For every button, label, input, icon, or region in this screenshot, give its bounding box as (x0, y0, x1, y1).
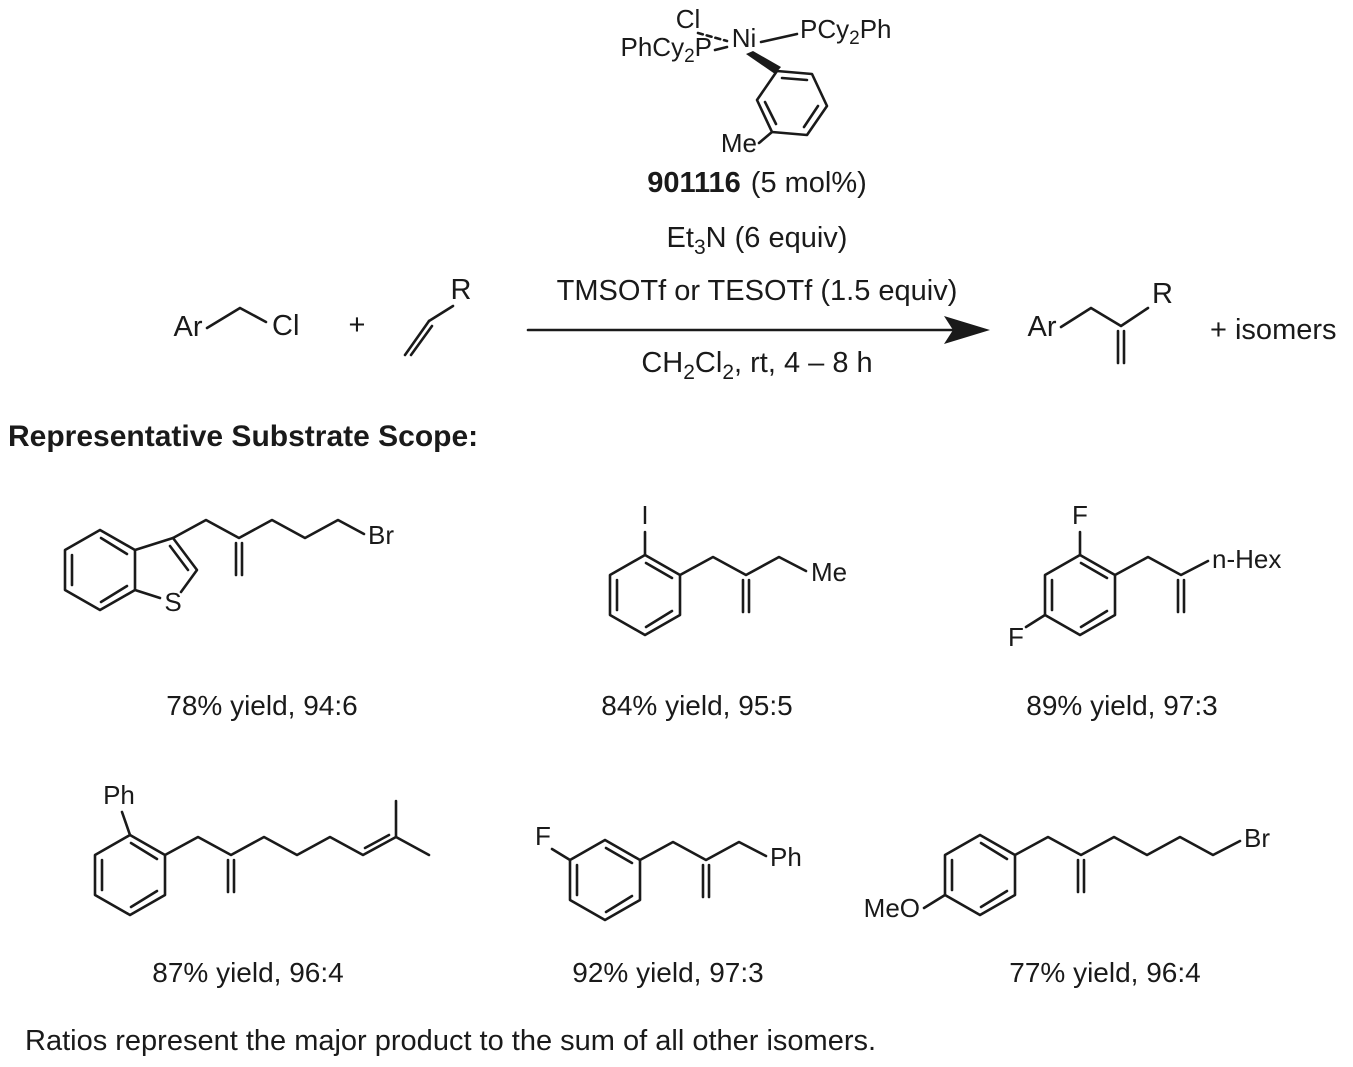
base-line: Et3N (6 equiv) (667, 222, 848, 259)
ni-p-right-bond (759, 32, 799, 44)
phenyl-label: Ph (103, 780, 135, 810)
aryl-ring (93, 833, 167, 917)
substrate-5-caption: 92% yield, 97:3 (572, 957, 763, 988)
fluorine-bottom-bond (1024, 613, 1047, 629)
footnote-text: Ratios represent the major product to th… (25, 1025, 876, 1057)
nickel-label: Ni (732, 23, 757, 53)
benzo-ring-double-bonds (70, 536, 129, 604)
fluorine-bottom-label: F (1008, 622, 1024, 652)
substrate-3-caption: 89% yield, 97:3 (1026, 690, 1217, 721)
aryl-ring-double-bonds (575, 846, 634, 914)
reactant-benzyl-chloride: Ar Cl (174, 306, 299, 343)
thiophene-ring (133, 536, 199, 600)
product-structure: Ar R (1028, 278, 1173, 365)
catalyst-structure: Cl Ni PhCy2P PCy2Ph Me (621, 4, 892, 158)
me-bond (757, 130, 774, 145)
exo-methylene (701, 863, 711, 899)
benzo-ring (63, 528, 137, 612)
chloride-label: Cl (676, 4, 701, 34)
ni-aryl-wedge-bond (746, 51, 781, 74)
catalog-number-line: 901116(5 mol%) (647, 167, 867, 199)
aryl-ring-double-bonds (100, 841, 159, 909)
aryl-ring-double-bonds (615, 561, 674, 629)
exo-methylene (1176, 578, 1186, 614)
aryl-ring (568, 838, 642, 922)
alkene-r-bond (427, 304, 455, 323)
methoxy-label: MeO (864, 893, 920, 923)
ligand-left-label: PhCy2P (621, 32, 713, 67)
tolyl-ring (755, 69, 829, 137)
reaction-arrow (526, 316, 990, 344)
product-aryl-label: Ar (1028, 311, 1057, 343)
substrate-2-caption: 84% yield, 95:5 (601, 690, 792, 721)
activator-line: TMSOTf or TESOTf (1.5 equiv) (557, 275, 958, 307)
chain-bonds (171, 518, 366, 540)
tolyl-methyl-label: Me (721, 128, 757, 158)
product-r-label: R (1152, 278, 1173, 310)
chain-bonds (1113, 555, 1210, 577)
substrate-4-caption: 87% yield, 96:4 (152, 957, 343, 988)
fluorine-label: F (535, 821, 551, 851)
alkene-r-label: R (451, 274, 472, 306)
arrow-head (944, 316, 990, 344)
substrate-5-fluorophenyl: F Ph (535, 821, 802, 922)
product-chain-bonds (1059, 306, 1150, 329)
plus-sign: + (349, 309, 366, 341)
reactant-alkene: R (403, 274, 472, 357)
aryl-label: Ar (174, 311, 203, 343)
bromide-label: Br (1244, 823, 1270, 853)
alkene-double-bond (403, 319, 434, 357)
aryl-ring (943, 833, 1017, 917)
chain-bonds (1013, 835, 1242, 857)
substrate-6-caption: 77% yield, 96:4 (1009, 957, 1200, 988)
aryl-ring (1043, 553, 1117, 637)
tolyl-ring-double-bonds (763, 76, 820, 129)
chain-bonds (678, 555, 808, 577)
aryl-ring (608, 553, 682, 637)
product-exo-methylene (1116, 329, 1126, 365)
chain-bonds (163, 835, 398, 857)
bromide-label: Br (368, 520, 394, 550)
hexyl-label: n-Hex (1212, 544, 1281, 574)
methoxy-bond (922, 893, 947, 910)
phenyl-label: Ph (770, 842, 802, 872)
chain-bonds (638, 840, 768, 862)
fluorine-top-label: F (1072, 500, 1088, 530)
substrate-3-difluorophenyl: F F n-Hex (1008, 500, 1281, 652)
methyl-label: Me (811, 557, 847, 587)
fluorine-bond (550, 847, 572, 862)
exo-methylene (234, 541, 244, 577)
exo-methylene (1076, 858, 1086, 894)
exo-methylene (226, 858, 236, 894)
aryl-ring-double-bonds (950, 841, 1009, 909)
exo-methylene (741, 578, 751, 614)
chain-double-bond (363, 833, 391, 850)
ni-p-left-bond (713, 45, 729, 52)
aryl-ring-double-bonds (1050, 561, 1109, 629)
solvent-line: CH2Cl2, rt, 4 – 8 h (641, 347, 872, 384)
sulfur-label: S (164, 587, 181, 617)
phenyl-bond (120, 810, 132, 837)
substrate-6-methoxyphenyl: MeO Br (864, 823, 1271, 923)
ligand-right-label: PCy2Ph (800, 14, 892, 49)
isomers-label: + isomers (1210, 314, 1337, 346)
gem-dimethyl-bonds (394, 799, 431, 857)
substrate-1-benzothiophene: S Br (63, 518, 394, 617)
substrate-4-biphenyl: Ph (93, 780, 431, 917)
iodide-label: I (641, 500, 648, 530)
substrate-1-caption: 78% yield, 94:6 (166, 690, 357, 721)
ni-cl-bond (696, 31, 729, 43)
substrate-2-iodophenyl: I Me (608, 500, 847, 637)
benzyl-chloride-bonds (205, 306, 268, 330)
chloride-leaving-label: Cl (272, 310, 299, 342)
scope-heading: Representative Substrate Scope: (8, 420, 478, 453)
thiophene-double-bond (168, 544, 190, 572)
